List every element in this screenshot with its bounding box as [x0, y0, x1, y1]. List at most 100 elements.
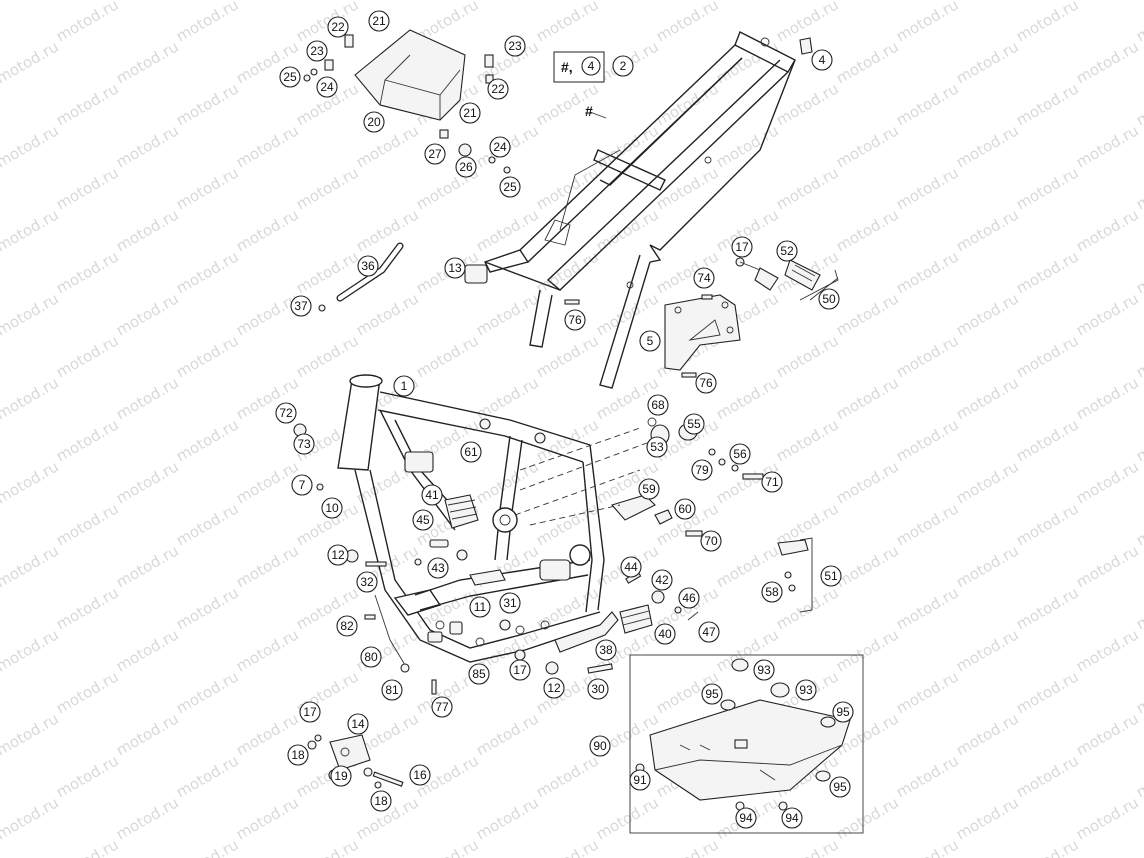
callout-number: 59	[642, 482, 656, 496]
watermark-text: motod.ru	[893, 163, 962, 213]
callout-60: 60	[674, 498, 696, 520]
watermark-text: motod.ru	[833, 793, 902, 843]
watermark-text: motod.ru	[53, 499, 122, 549]
callout-59: 59	[638, 478, 660, 500]
watermark-text: motod.ru	[833, 121, 902, 171]
watermark-text: motod.ru	[533, 499, 602, 549]
watermark-text: motod.ru	[113, 709, 182, 759]
callout-circle	[469, 596, 491, 618]
watermark-text: motod.ru	[53, 415, 122, 465]
watermark-text: motod.ru	[1073, 457, 1142, 507]
callout-7: 7	[291, 474, 313, 496]
watermark-text: motod.ru	[713, 121, 782, 171]
callout-number: 71	[765, 475, 779, 489]
watermark-text: motod.ru	[893, 0, 962, 45]
callout-circle	[795, 679, 817, 701]
watermark-text: motod.ru	[1073, 289, 1142, 339]
kit-box-number: 4	[588, 59, 595, 73]
callout-37: 37	[290, 295, 312, 317]
callout-circle	[356, 571, 378, 593]
callout-circle	[761, 581, 783, 603]
watermark-text: motod.ru	[0, 205, 62, 255]
callout-85: 85	[468, 663, 490, 685]
watermark-text: motod.ru	[1133, 835, 1144, 858]
watermark-text: motod.ru	[233, 625, 302, 675]
watermark-text: motod.ru	[833, 289, 902, 339]
callout-31: 31	[499, 592, 521, 614]
callout-number: 26	[459, 160, 473, 174]
watermark-text: motod.ru	[173, 331, 242, 381]
callout-number: 1	[401, 379, 408, 393]
callout-number: 30	[591, 682, 605, 696]
callout-circle	[832, 701, 854, 723]
callout-circle	[646, 436, 668, 458]
callout-number: 77	[435, 700, 449, 714]
watermark-text: motod.ru	[53, 163, 122, 213]
watermark-text: motod.ru	[1073, 709, 1142, 759]
watermark-text: motod.ru	[1013, 667, 1082, 717]
callout-circle	[678, 587, 700, 609]
watermark-text: motod.ru	[833, 541, 902, 591]
callout-circle	[275, 402, 297, 424]
watermark-text: motod.ru	[773, 331, 842, 381]
callout-circle	[701, 683, 723, 705]
watermark-text: motod.ru	[113, 457, 182, 507]
watermark-text: motod.ru	[353, 121, 422, 171]
callout-number: 19	[334, 769, 348, 783]
callout-90: 90	[589, 735, 611, 757]
callout-number: 13	[448, 261, 462, 275]
callout-circle	[431, 696, 453, 718]
callout-circle	[291, 474, 313, 496]
callout-number: 18	[291, 748, 305, 762]
watermark-text: motod.ru	[0, 709, 62, 759]
watermark-text: motod.ru	[233, 0, 302, 3]
callout-number: 95	[836, 705, 850, 719]
callout-53: 53	[646, 436, 668, 458]
callout-circle	[327, 16, 349, 38]
callout-23: 23	[306, 40, 328, 62]
watermark-text: motod.ru	[953, 541, 1022, 591]
callout-17: 17	[299, 701, 321, 723]
watermark-text: motod.ru	[233, 205, 302, 255]
callout-93: 93	[753, 659, 775, 681]
callout-number: 55	[687, 417, 701, 431]
callout-number: 45	[416, 513, 430, 527]
callout-circle	[589, 735, 611, 757]
watermark-text: motod.ru	[533, 751, 602, 801]
callout-circle	[674, 498, 696, 520]
callout-number: 91	[633, 773, 647, 787]
watermark-text: motod.ru	[1133, 247, 1144, 297]
callout-95: 95	[701, 683, 723, 705]
callout-18: 18	[287, 744, 309, 766]
callout-circle	[279, 66, 301, 88]
callout-circle	[651, 569, 673, 591]
callout-68: 68	[647, 394, 669, 416]
callout-14: 14	[347, 713, 369, 735]
callout-circle	[336, 615, 358, 637]
callout-circle	[698, 621, 720, 643]
callout-number: 52	[780, 244, 794, 258]
side-plate	[564, 294, 741, 378]
watermark-text: motod.ru	[113, 121, 182, 171]
watermark-text: motod.ru	[113, 793, 182, 843]
callout-12: 12	[543, 677, 565, 699]
watermark-text: motod.ru	[773, 835, 842, 858]
callout-circle	[638, 478, 660, 500]
callout-number: 82	[340, 619, 354, 633]
watermark-text: motod.ru	[1073, 625, 1142, 675]
watermark-text: motod.ru	[233, 457, 302, 507]
callout-36: 36	[357, 255, 379, 277]
watermark-text: motod.ru	[773, 583, 842, 633]
callout-93: 93	[795, 679, 817, 701]
callout-circle	[564, 309, 586, 331]
watermark-text: motod.ru	[1073, 373, 1142, 423]
watermark-text: motod.ru	[1133, 163, 1144, 213]
footrest-box-50	[799, 269, 839, 301]
callout-95: 95	[832, 701, 854, 723]
leader-dashes	[514, 427, 656, 526]
watermark-text: motod.ru	[953, 0, 1022, 3]
watermark-text: motod.ru	[893, 499, 962, 549]
watermark-text: motod.ru	[1013, 331, 1082, 381]
callout-79: 79	[691, 459, 713, 481]
callout-number: 90	[593, 739, 607, 753]
